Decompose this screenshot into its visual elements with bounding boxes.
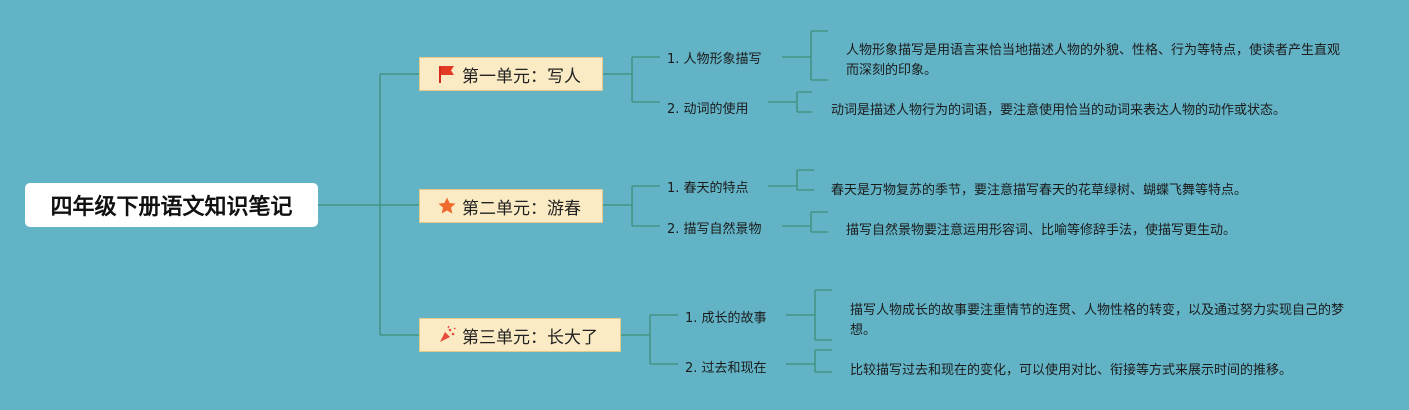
unit-3-label: 第三单元：长大了 <box>462 327 598 348</box>
topic-3-1[interactable]: 1. 成长的故事 <box>685 311 767 326</box>
unit-node-1[interactable]: 第一单元：写人 <box>419 57 603 91</box>
topic-3-2[interactable]: 2. 过去和现在 <box>685 361 767 376</box>
orange-star-icon <box>436 195 458 217</box>
topic-1-2[interactable]: 2. 动词的使用 <box>667 102 749 117</box>
desc-2-1[interactable]: 春天是万物复苏的季节，要注意描写春天的花草绿树、蝴蝶飞舞等特点。 <box>831 183 1248 198</box>
red-flag-icon <box>436 63 458 85</box>
desc-1-2[interactable]: 动词是描述人物行为的词语，要注意使用恰当的动词来表达人物的动作或状态。 <box>831 103 1287 118</box>
topic-2-2[interactable]: 2. 描写自然景物 <box>667 222 762 237</box>
root-node-title[interactable]: 四年级下册语文知识笔记 <box>25 183 318 227</box>
unit-2-label: 第二单元：游春 <box>462 198 581 219</box>
unit-1-label: 第一单元：写人 <box>462 66 581 87</box>
unit-node-3[interactable]: 第三单元：长大了 <box>419 318 621 352</box>
desc-1-1[interactable]: 人物形象描写是用语言来恰当地描述人物的外貌、性格、行为等特点，使读者产生直观而深… <box>846 43 1341 78</box>
desc-3-2[interactable]: 比较描写过去和现在的变化，可以使用对比、衔接等方式来展示时间的推移。 <box>850 363 1293 378</box>
topic-2-1[interactable]: 1. 春天的特点 <box>667 181 749 196</box>
party-popper-icon <box>436 324 458 346</box>
unit-node-2[interactable]: 第二单元：游春 <box>419 189 603 223</box>
topic-1-1[interactable]: 1. 人物形象描写 <box>667 52 762 67</box>
desc-2-2[interactable]: 描写自然景物要注意运用形容词、比喻等修辞手法，使描写更生动。 <box>846 223 1237 238</box>
desc-3-1[interactable]: 描写人物成长的故事要注重情节的连贯、人物性格的转变，以及通过努力实现自己的梦想。 <box>850 303 1345 338</box>
